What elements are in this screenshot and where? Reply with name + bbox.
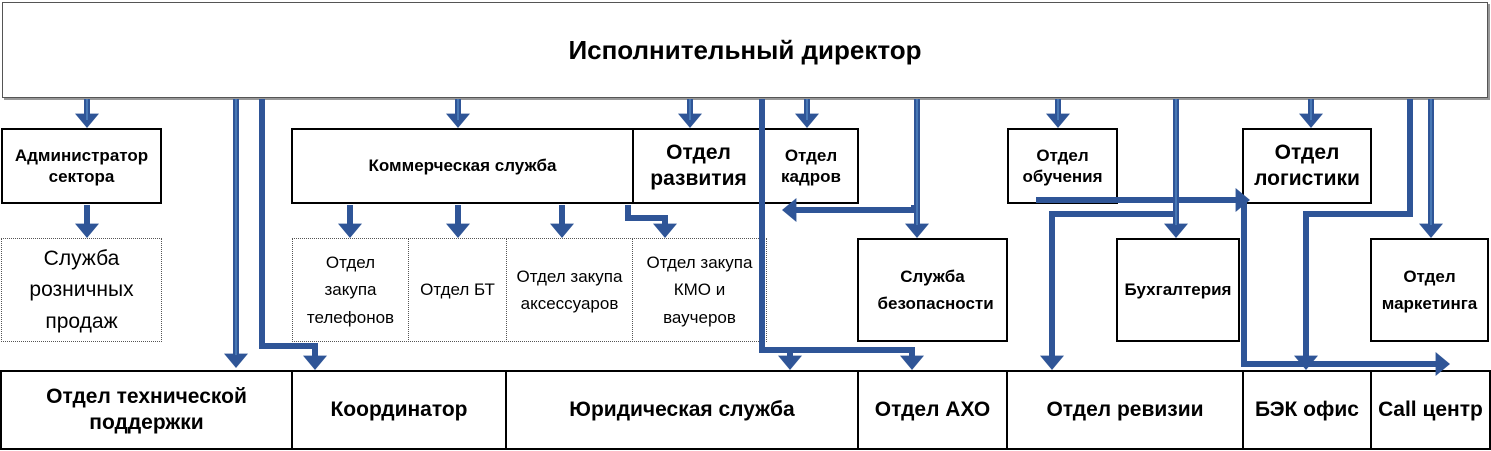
audit-dept-box: Отдел ревизии bbox=[1006, 370, 1244, 450]
bt-dept-box: Отдел БТ bbox=[408, 238, 507, 342]
coordinator-box: Координатор bbox=[291, 370, 507, 450]
arrow-security-path-aho bbox=[781, 198, 917, 222]
hr-dept-label: Отдел кадров bbox=[781, 145, 841, 186]
call-center-label: Call центр bbox=[1378, 397, 1483, 421]
training-dept-label: Отдел обучения bbox=[1022, 145, 1103, 186]
phones-purchase-label: Отдел закупа телефонов bbox=[306, 253, 395, 327]
tech-support-label: Отдел технической поддержки bbox=[46, 384, 247, 434]
arrow-development-kmo bbox=[625, 205, 677, 239]
arrow-to-aho bbox=[790, 347, 924, 371]
kmo-purchase-label: Отдел закупа КМО и ваучеров bbox=[646, 253, 753, 327]
accounting-box: Бухгалтерия bbox=[1116, 238, 1240, 342]
legal-service-box: Юридическая служба bbox=[505, 370, 859, 450]
bek-office-box: БЭК офис bbox=[1242, 370, 1372, 450]
security-service-box: Служба безопасности bbox=[857, 238, 1008, 342]
bt-dept-label: Отдел БТ bbox=[420, 280, 495, 300]
logistics-dept-box: Отдел логистики bbox=[1242, 128, 1372, 204]
development-dept-label: Отдел развития bbox=[650, 140, 747, 190]
executive-director-label: Исполнительный директор bbox=[568, 34, 922, 65]
security-service-label: Служба безопасности bbox=[877, 266, 994, 313]
aho-dept-box: Отдел АХО bbox=[857, 370, 1008, 450]
commercial-service-label: Коммерческая служба bbox=[368, 156, 557, 176]
hr-dept-box: Отдел кадров bbox=[763, 128, 859, 204]
retail-sales-label: Служба розничных продаж bbox=[29, 246, 134, 333]
tech-support-box: Отдел технической поддержки bbox=[0, 370, 293, 450]
accounting-label: Бухгалтерия bbox=[1124, 280, 1232, 300]
logistics-dept-label: Отдел логистики bbox=[1254, 140, 1360, 190]
phones-purchase-box: Отдел закупа телефонов bbox=[292, 238, 409, 342]
accessories-purchase-box: Отдел закупа аксессуаров bbox=[506, 238, 633, 342]
executive-director-box: Исполнительный директор bbox=[2, 2, 1488, 98]
marketing-dept-box: Отдел маркетинга bbox=[1370, 238, 1489, 342]
admin-sector-box: Администратор сектора bbox=[1, 128, 162, 204]
aho-dept-label: Отдел АХО bbox=[874, 397, 991, 421]
training-dept-box: Отдел обучения bbox=[1007, 128, 1118, 204]
accessories-purchase-label: Отдел закупа аксессуаров bbox=[516, 266, 623, 313]
development-dept-box: Отдел развития bbox=[632, 128, 765, 204]
commercial-service-box: Коммерческая служба bbox=[291, 128, 634, 204]
kmo-purchase-box: Отдел закупа КМО и ваучеров bbox=[632, 238, 767, 342]
audit-dept-label: Отдел ревизии bbox=[1046, 397, 1204, 421]
bek-office-label: БЭК офис bbox=[1255, 397, 1359, 421]
admin-sector-label: Администратор сектора bbox=[14, 145, 149, 186]
legal-service-label: Юридическая служба bbox=[569, 397, 795, 421]
call-center-box: Call центр bbox=[1370, 370, 1491, 450]
coordinator-label: Координатор bbox=[330, 397, 468, 421]
retail-sales-box: Служба розничных продаж bbox=[1, 238, 162, 342]
marketing-dept-label: Отдел маркетинга bbox=[1381, 266, 1478, 313]
